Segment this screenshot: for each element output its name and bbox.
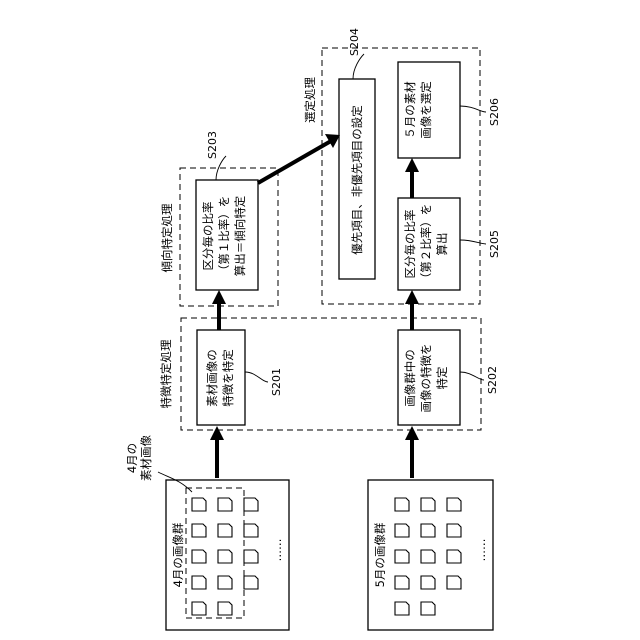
image-icon — [218, 576, 232, 589]
step-s206-box: ５月の素材 画像を選定 — [398, 62, 460, 158]
arrow-s203-to-s204 — [258, 134, 340, 183]
image-icon — [421, 576, 435, 589]
group-selection-label: 選定処理 — [303, 77, 317, 123]
image-panel-april: 4月の画像群 …… — [166, 480, 289, 630]
step-s203-label: S203 — [206, 131, 226, 180]
arrow-s201-to-s203 — [212, 290, 226, 330]
image-icon — [192, 576, 206, 589]
step-s202-box: 画像群中の 画像の特徴を 特定 — [398, 330, 460, 425]
image-icon — [421, 550, 435, 563]
image-icon — [421, 602, 435, 615]
step-s204-box: 優先項目、非優先項目の設定 — [339, 79, 375, 279]
svg-text:S203: S203 — [206, 131, 219, 159]
image-panel-may: 5月の画像群 …… — [368, 480, 493, 630]
image-icon — [218, 498, 232, 511]
image-icon — [421, 498, 435, 511]
svg-text:区分毎の比率: 区分毎の比率 — [201, 202, 215, 271]
svg-text:特徴を特定: 特徴を特定 — [221, 349, 235, 407]
step-s201-box: 素材画像の 特徴を特定 — [197, 330, 245, 425]
image-icon — [244, 576, 258, 589]
image-icon — [395, 498, 409, 511]
image-icon — [244, 498, 258, 511]
svg-text:S206: S206 — [488, 98, 501, 126]
svg-text:素材画像: 素材画像 — [139, 435, 153, 481]
svg-text:素材画像の: 素材画像の — [205, 349, 219, 407]
image-icon — [447, 576, 461, 589]
image-icon — [218, 550, 232, 563]
image-icon — [244, 550, 258, 563]
image-icon — [218, 524, 232, 537]
image-icon — [447, 498, 461, 511]
image-icon — [192, 602, 206, 615]
arrow-material-to-s201 — [210, 426, 224, 478]
svg-text:画像を選定: 画像を選定 — [419, 81, 433, 139]
image-icon — [395, 550, 409, 563]
image-panel-may-label: 5月の画像群 — [373, 522, 387, 587]
svg-text:S202: S202 — [486, 366, 499, 394]
image-icon — [192, 550, 206, 563]
step-s205-box: 区分毎の比率 （第２比率）を 算出 — [398, 198, 460, 290]
image-icon — [244, 524, 258, 537]
image-icon — [395, 524, 409, 537]
image-icon — [192, 498, 206, 511]
svg-text:S201: S201 — [270, 368, 283, 396]
step-s204-label: S204 — [348, 28, 364, 79]
arrow-may-images-to-s202 — [405, 426, 419, 478]
arrow-s205-to-s206 — [405, 158, 419, 198]
svg-text:S205: S205 — [488, 230, 501, 258]
image-icon — [395, 602, 409, 615]
group-tendency-identification-label: 傾向特定処理 — [160, 203, 174, 272]
step-s202-label: S202 — [460, 366, 499, 394]
image-icon — [447, 550, 461, 563]
svg-text:画像の特徴を: 画像の特徴を — [419, 344, 433, 413]
svg-text:算出: 算出 — [435, 233, 449, 256]
image-icon — [218, 602, 232, 615]
step-s201-label: S201 — [245, 368, 283, 396]
image-panel-may-ellipsis: …… — [474, 539, 488, 562]
svg-text:（第２比率）を: （第２比率）を — [419, 204, 433, 285]
image-icon — [395, 576, 409, 589]
svg-text:特定: 特定 — [435, 366, 449, 389]
svg-text:算出＝傾向特定: 算出＝傾向特定 — [233, 195, 247, 276]
svg-text:５月の素材: ５月の素材 — [403, 81, 417, 139]
svg-text:優先項目、非優先項目の設定: 優先項目、非優先項目の設定 — [350, 105, 364, 255]
image-icon — [421, 524, 435, 537]
image-panel-april-ellipsis: …… — [270, 539, 284, 562]
svg-text:S204: S204 — [348, 28, 361, 56]
svg-text:（第１比率）を: （第１比率）を — [217, 196, 231, 277]
material-image-label: 4月の 素材画像 — [125, 435, 192, 492]
svg-text:区分毎の比率: 区分毎の比率 — [403, 210, 417, 279]
svg-text:画像群中の: 画像群中の — [403, 349, 417, 407]
step-s203-box: 区分毎の比率 （第１比率）を 算出＝傾向特定 — [196, 180, 258, 290]
svg-text:4月の: 4月の — [125, 443, 139, 473]
group-feature-identification-label: 特徴特定処理 — [159, 339, 173, 408]
image-icon — [192, 524, 206, 537]
arrow-s202-to-s205 — [405, 290, 419, 330]
image-panel-april-label: 4月の画像群 — [171, 522, 185, 587]
image-icon — [447, 524, 461, 537]
